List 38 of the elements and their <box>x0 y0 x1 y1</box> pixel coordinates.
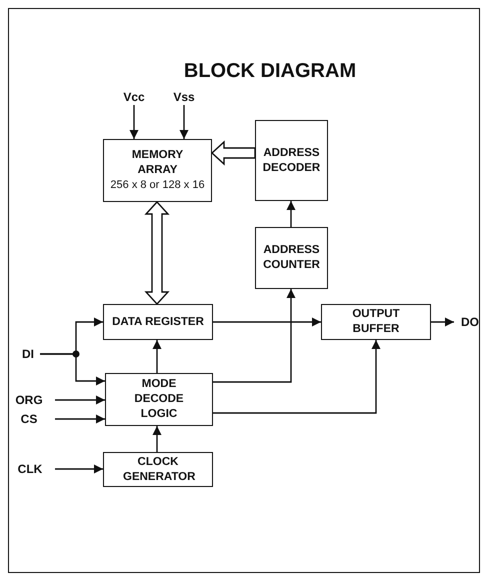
arrow <box>55 396 105 404</box>
block-label: ADDRESS DECODER <box>262 146 322 176</box>
signal-label: Vss <box>173 91 195 103</box>
arrow <box>55 414 105 424</box>
hollow-bus-arrow <box>210 140 256 166</box>
arrow <box>40 353 105 386</box>
arrow <box>180 105 188 139</box>
function-block <box>105 373 213 426</box>
arrow <box>213 340 380 414</box>
block-label: ADDRESS COUNTER <box>262 243 321 273</box>
diagram-title: BLOCK DIAGRAM <box>182 60 358 83</box>
signal-label: ORG <box>15 394 43 406</box>
signal-label: CLK <box>18 463 42 475</box>
block-label: OUTPUT BUFFER <box>351 307 401 337</box>
function-block <box>103 452 213 487</box>
block-label: CLOCK GENERATOR <box>123 454 193 484</box>
arrow <box>213 318 321 326</box>
arrow <box>213 289 296 383</box>
signal-label: CS <box>20 413 38 425</box>
block-label: DATA REGISTER <box>112 314 204 330</box>
arrow <box>130 105 138 139</box>
signal-label: Vcc <box>123 91 145 103</box>
function-block <box>255 227 328 289</box>
block-label: MODE DECODE LOGIC <box>133 377 185 422</box>
signal-label: DO <box>461 316 479 328</box>
arrow <box>152 426 162 452</box>
block-note: 256 x 8 or 128 x 16 <box>110 178 205 193</box>
function-block <box>103 304 213 340</box>
signal-label: DI <box>22 348 34 360</box>
function-block <box>255 120 328 201</box>
arrow <box>431 318 454 326</box>
arrow <box>55 464 103 474</box>
hollow-bus-arrow <box>144 200 170 306</box>
arrow <box>286 201 296 227</box>
function-block <box>321 304 431 340</box>
function-block <box>103 139 212 202</box>
block-label: MEMORY ARRAY <box>130 148 184 178</box>
arrow <box>152 340 162 373</box>
